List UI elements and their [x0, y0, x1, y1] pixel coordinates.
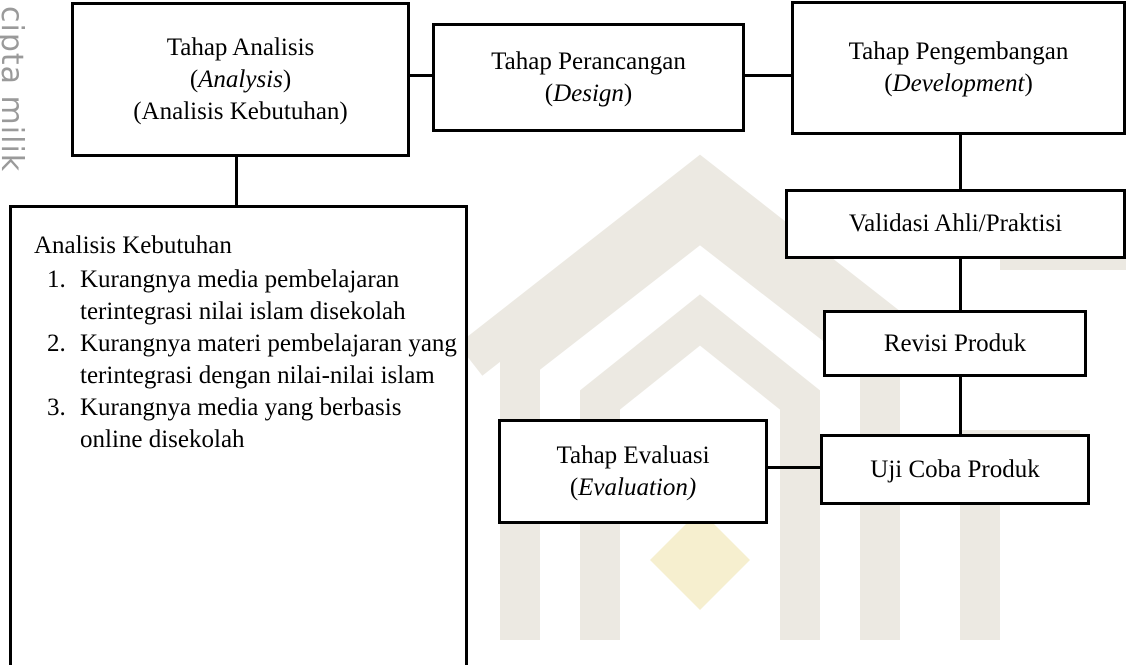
- analysis-english-label: Analysis: [198, 65, 283, 93]
- connector-validation-revision: [959, 256, 962, 313]
- design-stage-box: Tahap Perancangan (Design): [432, 23, 745, 132]
- needs-item: Kurangnya media pembelajaran terintegras…: [72, 264, 465, 328]
- connector-analysis-design: [407, 74, 435, 77]
- connector-trial-evaluation: [765, 466, 823, 469]
- development-stage-box: Tahap Pengembangan (Development): [791, 1, 1126, 135]
- development-title: Tahap Pengembangan: [848, 38, 1069, 65]
- needs-item: Kurangnya materi pembelajaran yang terin…: [72, 328, 465, 392]
- revision-box: Revisi Produk: [823, 310, 1087, 377]
- trial-box: Uji Coba Produk: [820, 434, 1090, 505]
- analysis-title: Tahap Analisis: [166, 33, 315, 61]
- evaluation-stage-box: Tahap Evaluasi (Evaluation): [498, 419, 768, 524]
- design-english-label: Design: [553, 79, 624, 107]
- evaluation-title: Tahap Evaluasi: [556, 441, 710, 469]
- trial-label: Uji Coba Produk: [870, 455, 1040, 483]
- validation-box: Validasi Ahli/Praktisi: [785, 189, 1126, 259]
- needs-list: Kurangnya media pembelajaran terintegras…: [34, 264, 465, 456]
- side-watermark-text: cipta milik: [0, 6, 29, 173]
- evaluation-english-label: Evaluation): [578, 473, 697, 501]
- connector-analysis-needs: [235, 154, 238, 206]
- connector-development-validation: [959, 132, 962, 192]
- connector-design-development: [742, 74, 794, 77]
- needs-title: Analisis Kebutuhan: [34, 232, 232, 259]
- analysis-stage-box: Tahap Analisis (Analysis) (Analisis Kebu…: [71, 2, 410, 157]
- revision-label: Revisi Produk: [883, 329, 1027, 357]
- design-title: Tahap Perancangan: [491, 47, 686, 75]
- validation-label: Validasi Ahli/Praktisi: [848, 210, 1063, 237]
- development-english-label: Development: [892, 70, 1025, 97]
- connector-revision-trial: [959, 374, 962, 437]
- analysis-subtitle: (Analisis Kebutuhan): [133, 97, 348, 125]
- needs-analysis-box: Analisis Kebutuhan Kurangnya media pembe…: [9, 205, 468, 665]
- needs-item: Kurangnya media yang berbasis online dis…: [72, 392, 465, 456]
